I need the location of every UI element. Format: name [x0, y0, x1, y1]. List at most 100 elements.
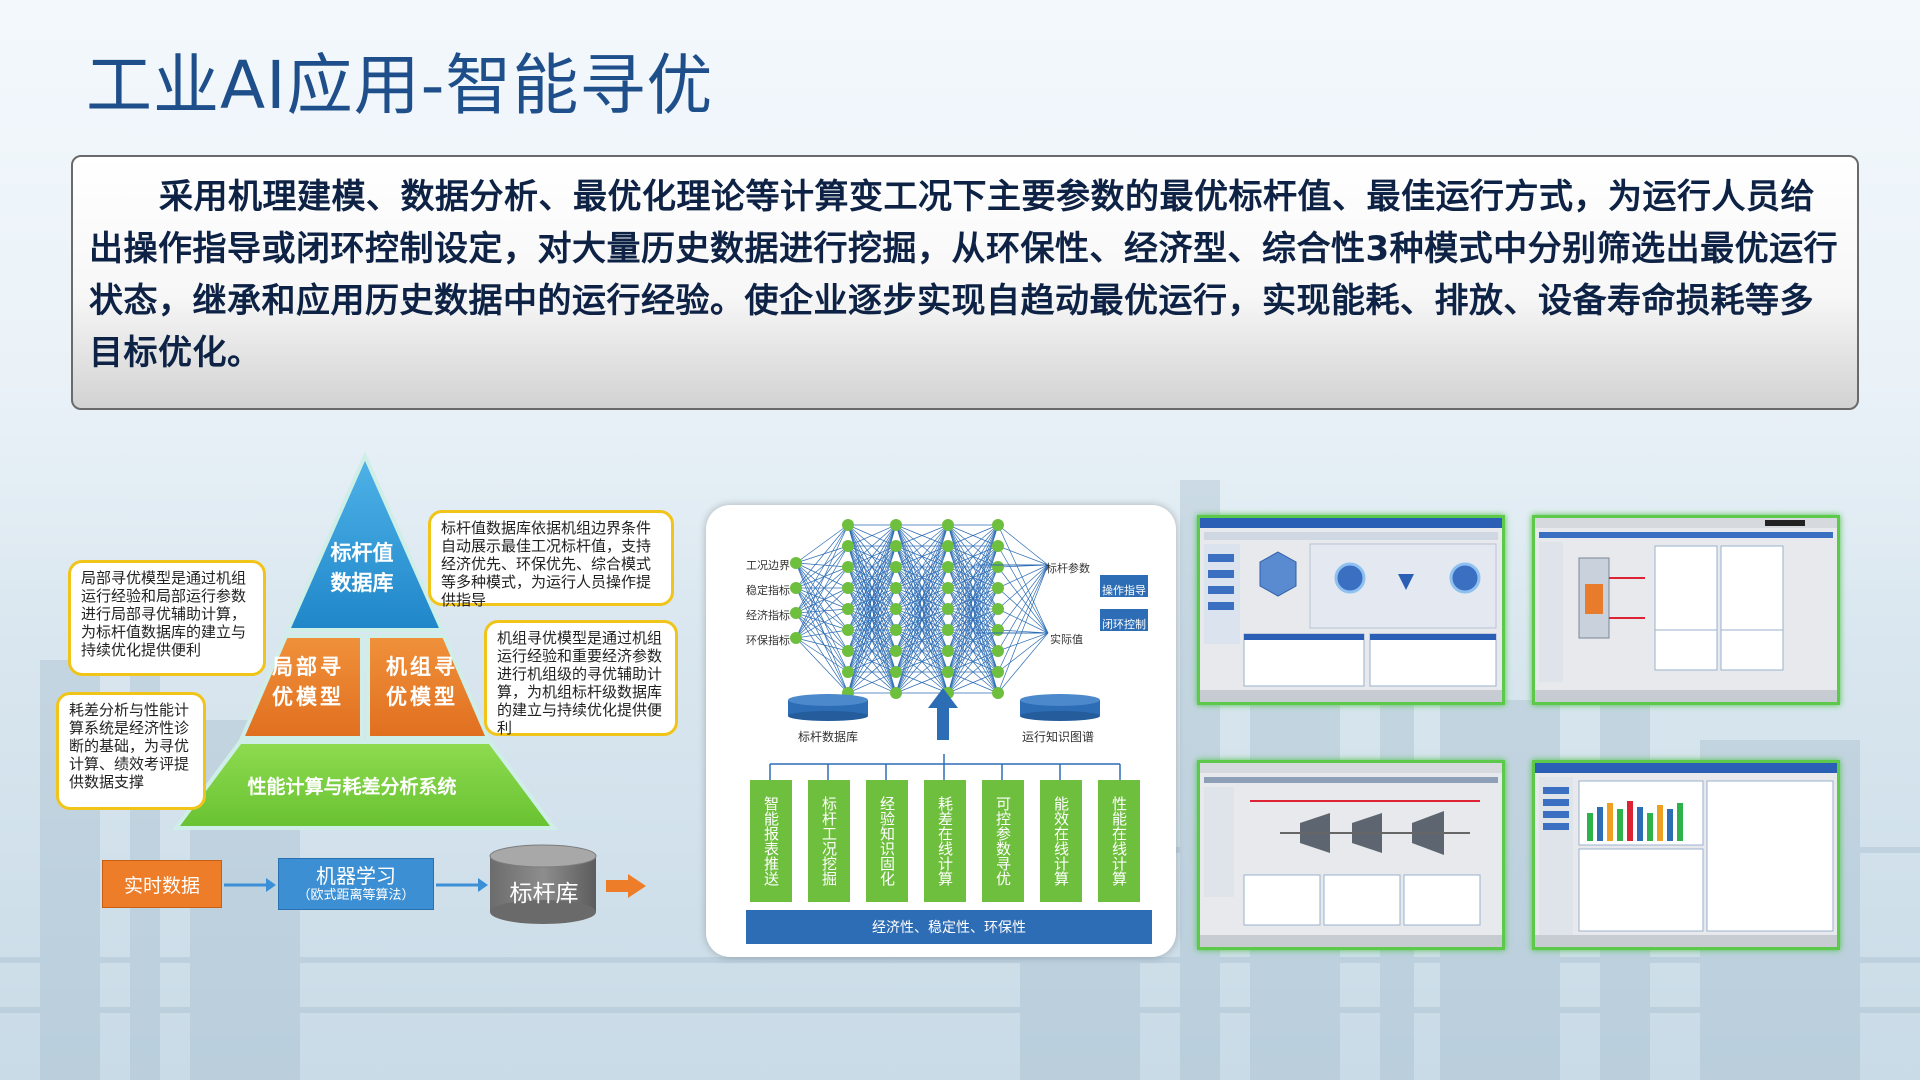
nn-edge — [847, 566, 897, 694]
nn-edge — [847, 524, 897, 652]
nn-node — [992, 561, 1004, 573]
nn-edge — [795, 524, 849, 639]
nn-edge — [895, 650, 949, 694]
nn-input-label-3: 经济指标 — [746, 609, 790, 622]
nn-edge — [895, 524, 949, 652]
nn-edge — [795, 587, 849, 614]
nn-db-right-label: 运行知识图谱 — [1022, 730, 1095, 744]
nn-edge — [795, 587, 849, 631]
nn-node — [842, 561, 854, 573]
pyramid-left — [238, 634, 364, 740]
nn-edge — [997, 545, 1049, 634]
nn-node — [942, 540, 954, 552]
nn-btn-control-bg — [1100, 609, 1148, 631]
nn-input-label-2: 稳定指标 — [746, 584, 790, 597]
callout-deviation: 耗差分析与性能计算系统是经济性诊断的基础，为寻优计算、绩效考评提供数据支撑 — [56, 692, 206, 810]
module-performance-calc: 性能在线计算 — [1098, 780, 1140, 902]
nn-db-right-icon — [1020, 694, 1100, 721]
nn-edge — [997, 587, 1049, 634]
pyramid-diagram — [172, 451, 558, 830]
module-benchmark-mining: 标杆工况挖掘 — [808, 780, 850, 902]
module-report-push: 智能报表推送 — [750, 780, 792, 902]
nn-diagram — [790, 519, 1148, 699]
nn-node — [992, 540, 1004, 552]
nn-edge — [847, 524, 897, 631]
nn-edge — [895, 671, 949, 694]
nn-node — [790, 557, 802, 569]
nn-node — [842, 645, 854, 657]
nn-edge — [847, 650, 897, 694]
nn-edge — [795, 637, 849, 673]
nn-edge — [895, 545, 949, 694]
pyramid-right-label: 机组寻优模型 — [386, 655, 458, 709]
nn-edge — [997, 566, 1049, 634]
nn-edge — [997, 564, 1049, 610]
callout-local-model: 局部寻优模型是通过机组运行经验和局部运行参数进行局部寻优辅助计算，为标杆值数据库… — [68, 560, 266, 676]
module-knowledge-solidify: 经验知识固化 — [866, 780, 908, 902]
nn-edge — [997, 564, 1049, 589]
nn-edge — [847, 524, 897, 568]
nn-edge — [997, 545, 1049, 566]
nn-edge — [795, 612, 849, 694]
module-efficiency-calc: 能效在线计算 — [1040, 780, 1082, 902]
benchmark-lib-cylinder — [489, 844, 597, 924]
nn-node — [890, 687, 902, 699]
nn-edge — [795, 545, 849, 564]
nn-edge — [947, 566, 999, 694]
nn-node — [790, 607, 802, 619]
nn-edge — [847, 524, 897, 589]
nn-edge — [795, 608, 849, 614]
nn-node — [890, 603, 902, 615]
ml-label: 机器学习 — [316, 864, 396, 888]
nn-edge — [947, 671, 999, 694]
nn-node — [942, 561, 954, 573]
page-title: 工业AI应用-智能寻优 — [86, 47, 714, 124]
intro-box: 采用机理建模、数据分析、最优化理论等计算变工况下主要参数的最优标杆值、最佳运行方… — [71, 155, 1859, 410]
nn-edge — [947, 524, 999, 568]
flow-arrow-2 — [436, 878, 488, 892]
nn-edge — [795, 637, 849, 694]
nn-bottom-bar: 经济性、稳定性、环保性 — [746, 910, 1152, 944]
nn-node — [942, 582, 954, 594]
screenshot-benchmark — [1532, 760, 1840, 950]
nn-edge — [795, 524, 849, 589]
nn-edge — [947, 608, 999, 694]
nn-edge — [795, 566, 849, 589]
callout-benchmark-db: 标杆值数据库依据机组边界条件自动展示最佳工况标杆值，支持经济优先、环保优先、综合… — [428, 510, 674, 609]
nn-output-label-2: 实际值 — [1050, 633, 1083, 646]
nn-edge — [947, 650, 999, 694]
nn-node — [890, 540, 902, 552]
nn-node — [992, 666, 1004, 678]
nn-edge — [795, 562, 849, 589]
nn-edge — [795, 587, 849, 610]
nn-edge — [795, 524, 849, 564]
screenshot-turbine — [1197, 760, 1505, 950]
nn-node — [992, 519, 1004, 531]
screenshot-boiler — [1532, 515, 1840, 705]
module-deviation-calc: 耗差在线计算 — [924, 780, 966, 902]
nn-node — [942, 645, 954, 657]
nn-node — [942, 624, 954, 636]
nn-input-label-1: 工况边界 — [746, 559, 790, 572]
nn-edge — [795, 587, 849, 694]
nn-node — [942, 666, 954, 678]
nn-edge — [847, 524, 897, 610]
pyramid-right — [366, 634, 492, 740]
nn-edge — [795, 566, 849, 614]
nn-edge — [795, 545, 849, 639]
nn-edge — [947, 545, 999, 694]
nn-edge — [795, 524, 849, 614]
nn-btn-guide: 操作指导 — [1102, 584, 1146, 597]
flow-arrow-3 — [606, 874, 646, 898]
ml-sublabel: （欧式距离等算法） — [297, 888, 415, 903]
nn-node — [992, 687, 1004, 699]
nn-node — [992, 582, 1004, 594]
nn-db-left-label: 标杆数据库 — [798, 730, 859, 744]
nn-edge — [795, 566, 849, 639]
nn-edge — [795, 612, 849, 631]
nn-node — [890, 666, 902, 678]
nn-edge — [795, 608, 849, 639]
nn-edge — [895, 524, 949, 568]
nn-btn-control: 闭环控制 — [1102, 618, 1146, 631]
nn-edge — [947, 524, 999, 589]
